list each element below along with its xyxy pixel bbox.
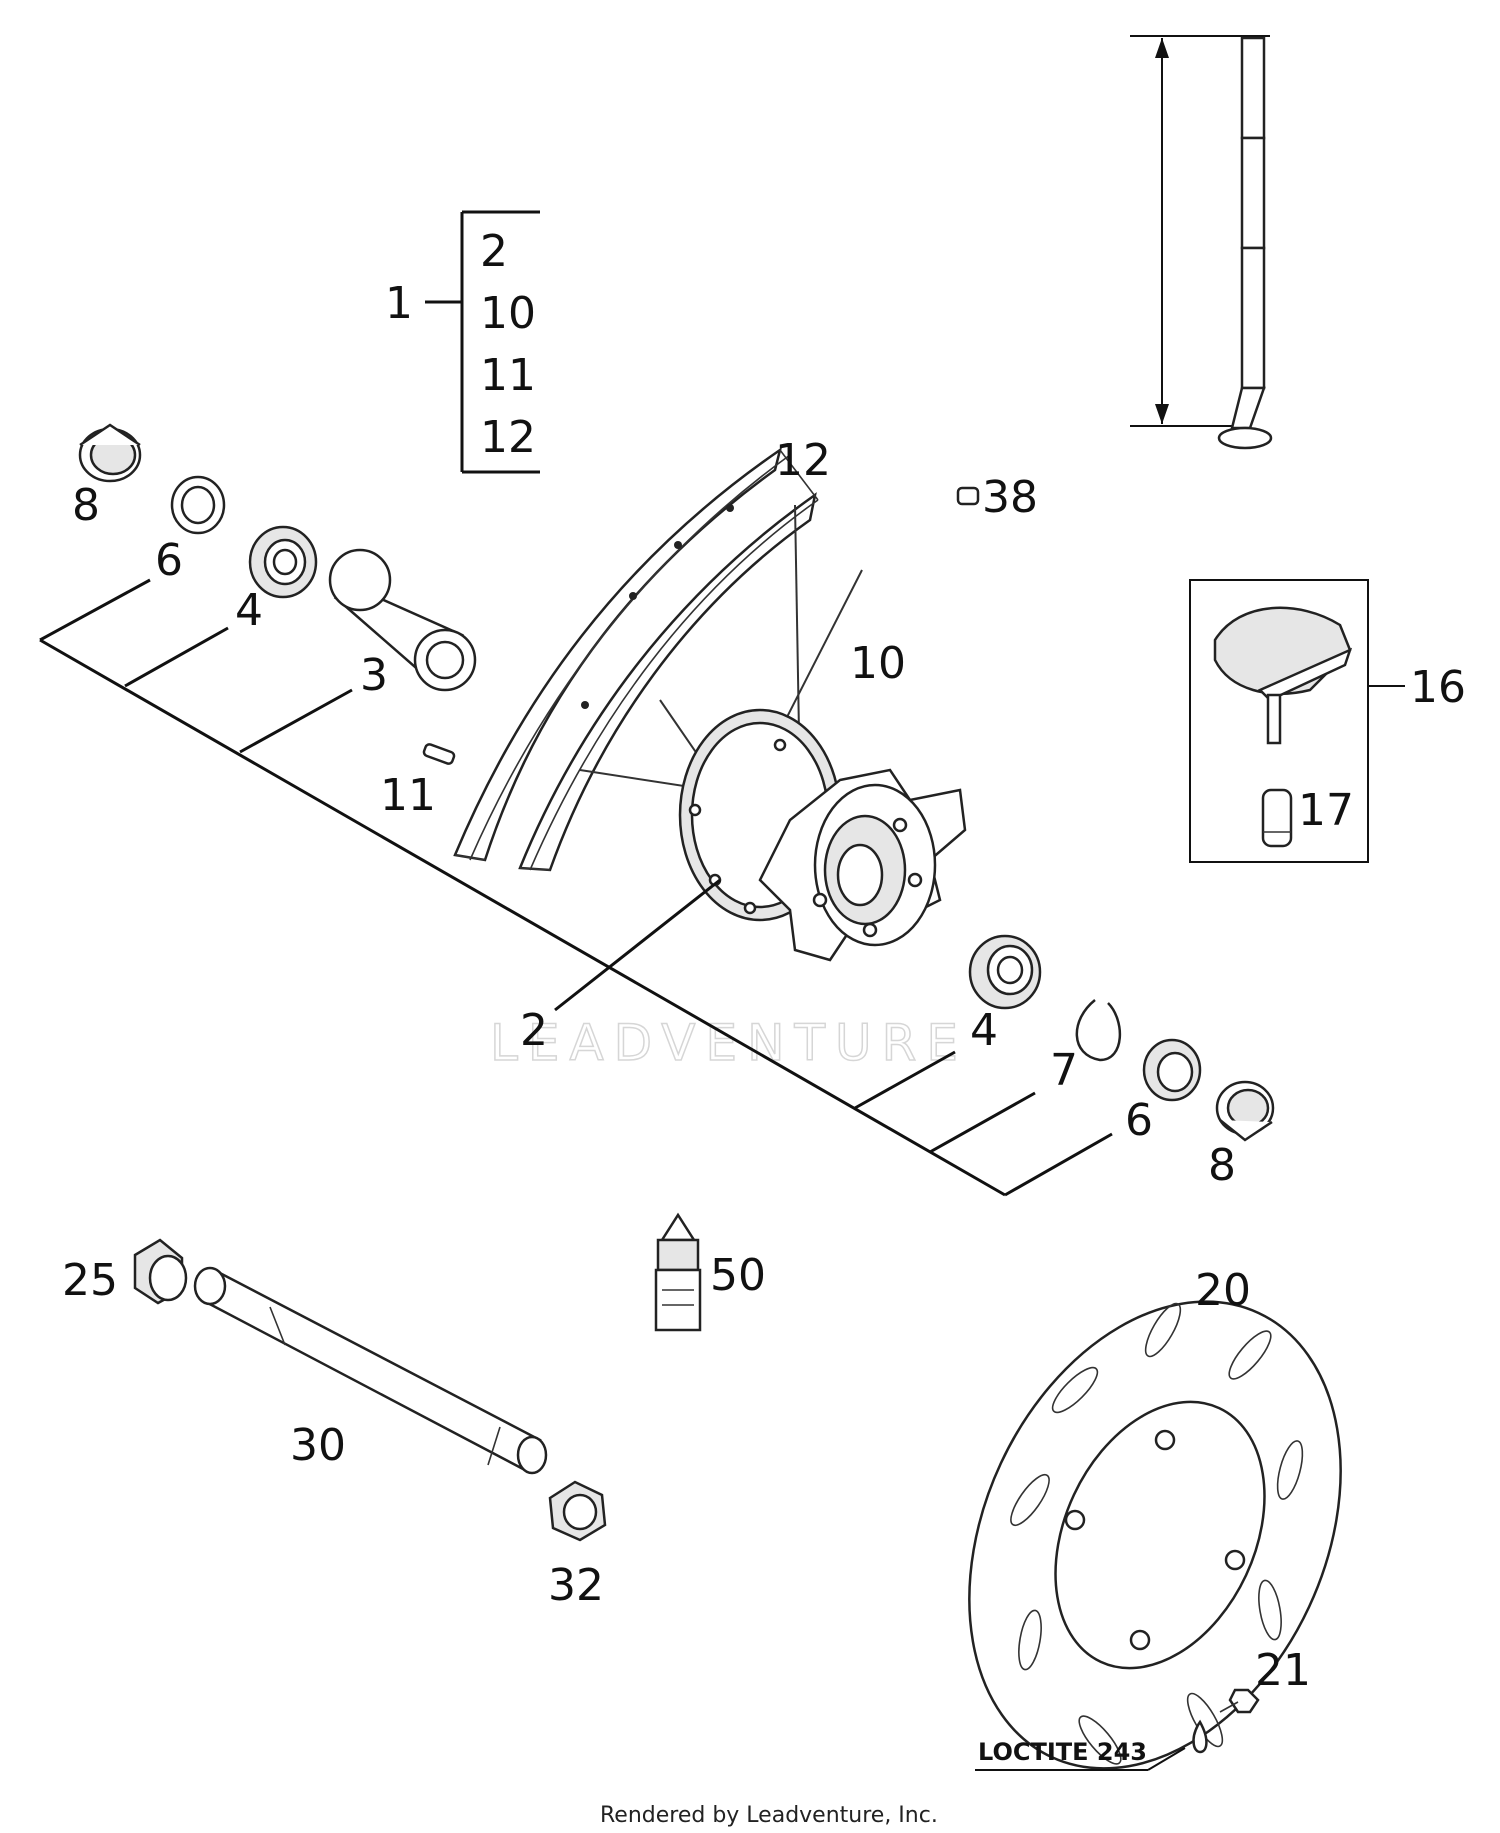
callout-11[interactable]: 11	[380, 770, 436, 821]
kit-bracket	[425, 210, 540, 474]
spacer-right-icon	[1215, 1080, 1275, 1142]
callout-4-left[interactable]: 4	[235, 585, 263, 636]
loctite-leader	[975, 1747, 1186, 1771]
spoke-icon	[1217, 36, 1273, 450]
valve-cap-icon	[956, 486, 980, 506]
callout-kit-item-10[interactable]: 10	[480, 288, 536, 339]
axle-nut-icon	[548, 1480, 607, 1542]
leader-lines-right	[854, 1050, 1113, 1197]
callout-25[interactable]: 25	[62, 1255, 118, 1306]
callout-kit-item-2[interactable]: 2	[480, 226, 508, 277]
callout-38[interactable]: 38	[982, 472, 1038, 523]
drop-icon	[1192, 1719, 1208, 1754]
circlip-icon	[1075, 999, 1121, 1062]
callout-10[interactable]: 10	[850, 638, 906, 689]
callout-6-right[interactable]: 6	[1125, 1095, 1153, 1146]
callout-50[interactable]: 50	[710, 1250, 766, 1301]
axle-icon	[193, 1266, 548, 1475]
seal-left-icon	[170, 475, 226, 535]
callout-32[interactable]: 32	[548, 1560, 604, 1611]
callout-2[interactable]: 2	[520, 1005, 548, 1056]
tool-nut-icon	[1261, 788, 1293, 848]
callout-8-right[interactable]: 8	[1208, 1140, 1236, 1191]
rim-icon	[453, 447, 819, 872]
loctite-note: LOCTITE 243	[978, 1738, 1147, 1766]
valve-icon	[422, 743, 456, 765]
callout-17[interactable]: 17	[1298, 785, 1354, 836]
spoke-dimension	[1130, 35, 1270, 427]
spacer-left-icon	[78, 423, 142, 483]
brake-disc-icon	[968, 1300, 1342, 1770]
callout-8-left[interactable]: 8	[72, 480, 100, 531]
callout-3[interactable]: 3	[360, 650, 388, 701]
callout-16[interactable]: 16	[1410, 662, 1466, 713]
callout-7[interactable]: 7	[1050, 1045, 1078, 1096]
axle-nut-left-icon	[133, 1238, 188, 1305]
callout-6-left[interactable]: 6	[155, 535, 183, 586]
disc-bolt-icon	[1219, 1688, 1260, 1714]
sleeve-icon	[328, 548, 477, 692]
callout-kit-item-12[interactable]: 12	[480, 412, 536, 463]
callout-20[interactable]: 20	[1195, 1265, 1251, 1316]
threadlocker-bottle-icon	[654, 1212, 702, 1332]
watermark: LEADVENTURE	[490, 1014, 968, 1072]
callout-12[interactable]: 12	[775, 435, 831, 486]
callout-21[interactable]: 21	[1255, 1645, 1311, 1696]
callout-30[interactable]: 30	[290, 1420, 346, 1471]
hub-icon	[678, 708, 967, 962]
callout-1[interactable]: 1	[385, 278, 413, 329]
footer-credit: Rendered by Leadventure, Inc.	[600, 1803, 938, 1828]
tool-icon	[1213, 606, 1353, 745]
seal-right-icon	[1142, 1038, 1202, 1102]
leader-lines-left	[39, 578, 1006, 1197]
bearing-left-icon	[248, 525, 318, 599]
callout-kit-item-11[interactable]: 11	[480, 350, 536, 401]
bearing-right-icon	[968, 934, 1042, 1010]
tool-box	[1189, 579, 1405, 863]
callout-4-right[interactable]: 4	[970, 1005, 998, 1056]
